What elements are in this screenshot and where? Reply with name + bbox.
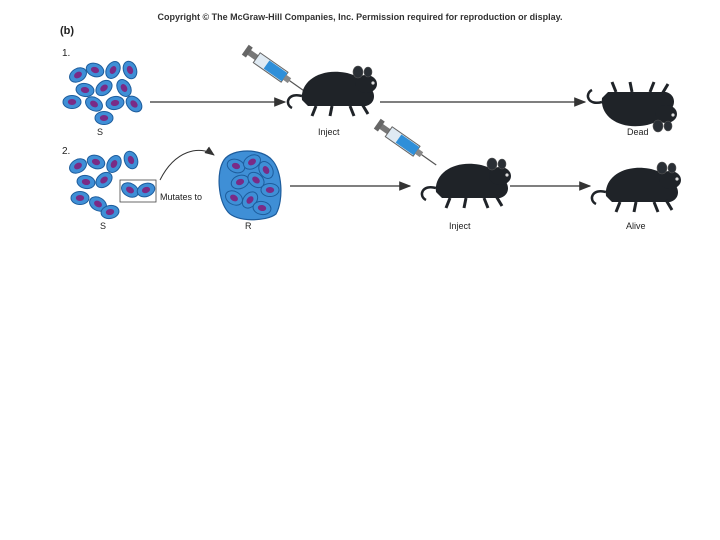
dead-mouse-icon — [586, 80, 679, 134]
panel-label: (b) — [60, 25, 74, 37]
row1-s-cells — [62, 58, 146, 125]
mutates-label: Mutates to — [160, 192, 202, 202]
syringe-icon — [373, 118, 441, 171]
row1-inject-label: Inject — [318, 127, 340, 137]
row1-dead-label: Dead — [627, 127, 649, 137]
row2-s-label: S — [100, 221, 106, 231]
alive-mouse-icon — [590, 160, 683, 214]
mouse-icon — [420, 156, 513, 210]
mouse-icon — [286, 64, 379, 118]
row1-s-label: S — [97, 127, 103, 137]
row2-number: 2. — [62, 146, 70, 157]
row1-number: 1. — [62, 48, 70, 59]
row2-r-label: R — [245, 221, 252, 231]
mutant-selection-box — [119, 179, 157, 203]
copyright-notice: Copyright © The McGraw-Hill Companies, I… — [157, 12, 563, 22]
row2-r-colony — [218, 150, 282, 221]
syringe-icon — [241, 44, 309, 97]
mutates-arrow — [159, 146, 215, 181]
row2-alive-label: Alive — [626, 221, 646, 231]
row2-inject-label: Inject — [449, 221, 471, 231]
